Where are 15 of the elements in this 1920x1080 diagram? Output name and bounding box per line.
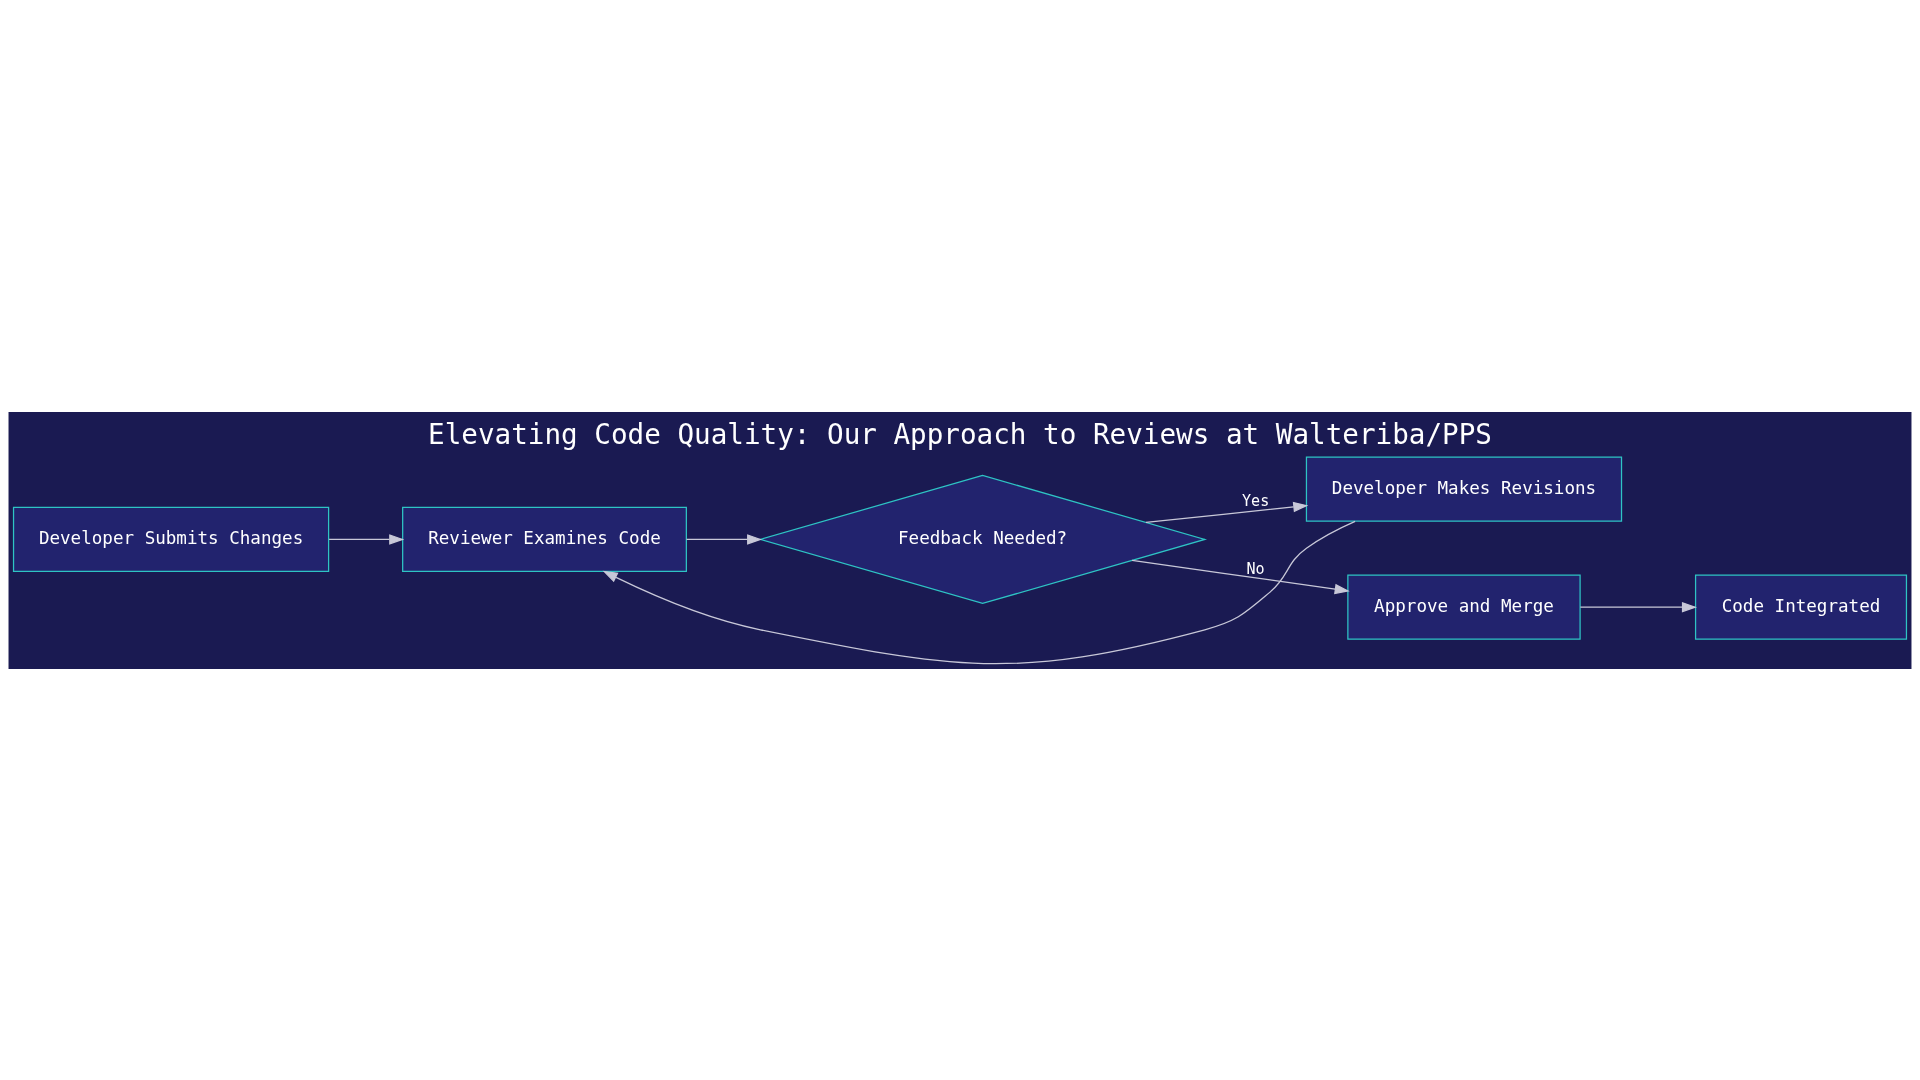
arrow <box>1579 601 1697 612</box>
arrow <box>328 533 405 545</box>
arrow <box>1131 559 1350 594</box>
node-box: Reviewer Examines Code <box>402 506 687 572</box>
diagram-title: Elevating Code Quality: Our Approach to Reviews at Walteriba/PPS <box>428 417 1492 451</box>
node-diamond: Feedback Needed? <box>758 474 1208 604</box>
edge-label: Yes <box>1242 491 1270 510</box>
arrow <box>1145 501 1309 523</box>
edge-label: No <box>1246 559 1265 578</box>
node-box: Developer Makes Revisions <box>1305 456 1623 522</box>
node-box: Approve and Merge <box>1347 574 1581 640</box>
arrow <box>685 533 763 545</box>
node-box: Developer Submits Changes <box>12 506 330 572</box>
arrow <box>602 520 1356 664</box>
node-box: Code Integrated <box>1694 574 1908 640</box>
